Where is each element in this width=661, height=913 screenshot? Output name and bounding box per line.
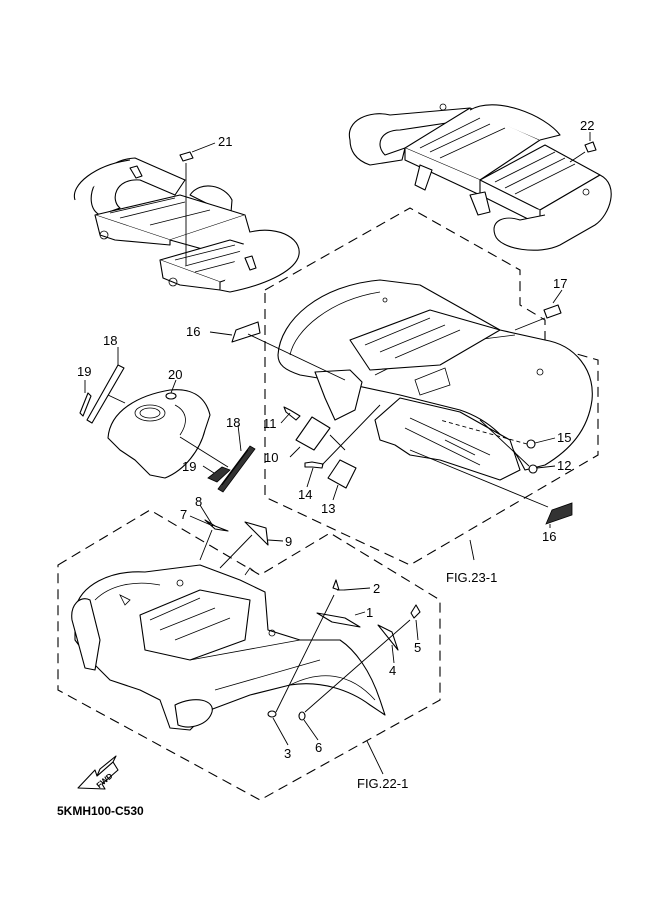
callout-21: 21 [218, 134, 232, 149]
front-carrier-rack [73, 157, 300, 293]
callout-8: 8 [195, 494, 202, 509]
fig-ref-front: FIG.22-1 [357, 776, 408, 791]
callout-14: 14 [298, 487, 312, 502]
part-16-decal-lower [409, 449, 573, 528]
part-7-8-decal [189, 504, 229, 561]
front-fender [71, 564, 386, 731]
callout-18-left: 18 [103, 333, 117, 348]
part-22-label-decal [569, 132, 597, 163]
callout-10: 10 [264, 450, 278, 465]
callout-6: 6 [315, 740, 322, 755]
callout-16-upper: 16 [186, 324, 200, 339]
part-18-emblem-left [86, 347, 125, 424]
callout-4: 4 [389, 663, 396, 678]
part-5-screw [304, 604, 421, 713]
fig-ref-rear: FIG.23-1 [446, 570, 497, 585]
part-1-decal [316, 611, 366, 628]
callout-11: 11 [263, 416, 277, 431]
part-19-emblem-left [79, 380, 126, 417]
callout-19-left: 19 [77, 364, 91, 379]
part-19-emblem-right [202, 465, 231, 483]
callout-15: 15 [557, 430, 571, 445]
part-21-label-decal [179, 142, 216, 265]
callout-2: 2 [373, 581, 380, 596]
rear-carrier-rack [348, 103, 612, 251]
callout-20: 20 [168, 367, 182, 382]
callout-3: 3 [284, 746, 291, 761]
callout-9: 9 [285, 534, 292, 549]
diagram-code: 5KMH100-C530 [57, 804, 144, 818]
fig-23-1-leader [469, 539, 475, 561]
part-2-screw [275, 579, 371, 713]
part-6-nut [298, 711, 319, 741]
part-4-decal [377, 624, 399, 664]
part-14-bolt [304, 404, 381, 488]
part-18-emblem-right [179, 424, 256, 493]
fwd-arrow-icon [77, 755, 119, 790]
callout-17: 17 [553, 276, 567, 291]
callout-12: 12 [557, 458, 571, 473]
callout-19-right: 19 [182, 459, 196, 474]
callout-5: 5 [414, 640, 421, 655]
front-fender-group-outline [57, 509, 441, 801]
callout-7: 7 [180, 507, 187, 522]
callout-18-right: 18 [226, 415, 240, 430]
part-15-nut [439, 419, 556, 449]
part-11-bolt [280, 406, 301, 424]
part-10-plate [289, 416, 346, 458]
callout-1: 1 [366, 605, 373, 620]
callout-22: 22 [580, 118, 594, 133]
part-12-nut [479, 419, 556, 474]
callout-16-lower: 16 [542, 529, 556, 544]
callout-13: 13 [321, 501, 335, 516]
part-17-decal [514, 289, 563, 331]
part-16-decal-upper [209, 321, 346, 381]
rear-fender [277, 279, 593, 481]
part-9-decal [219, 521, 284, 569]
rear-fender-group-outline [264, 207, 599, 566]
part-3-nut [267, 710, 289, 746]
fig-22-1-leader [366, 740, 384, 775]
part-13-plate [327, 459, 357, 501]
